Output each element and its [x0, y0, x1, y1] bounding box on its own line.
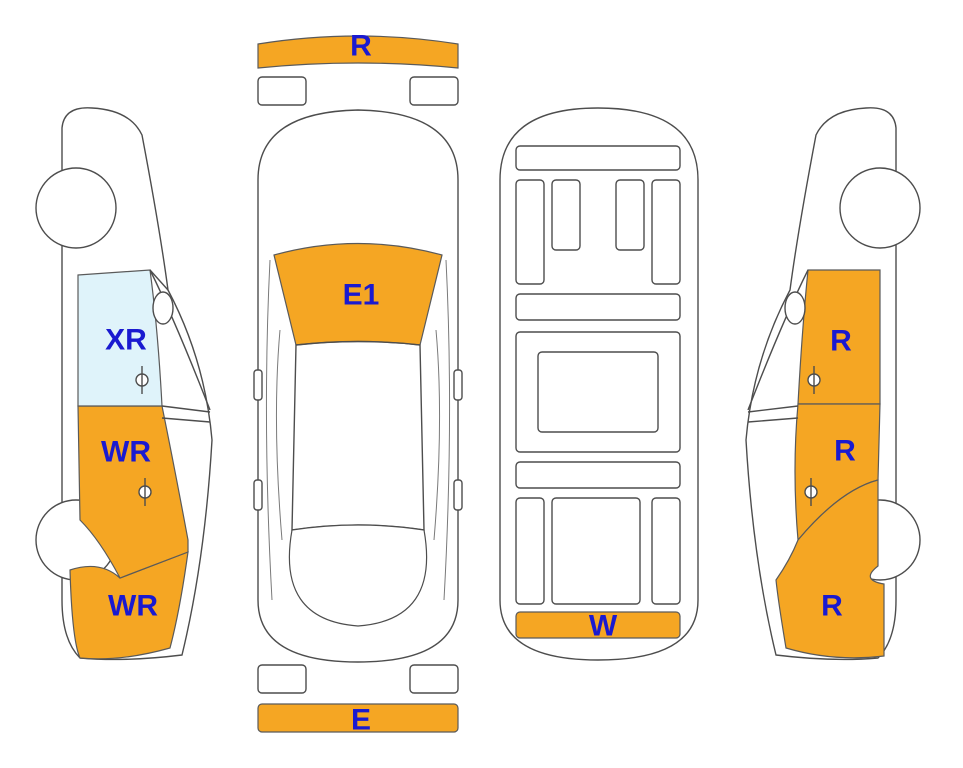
left-rear-quarter-code: WR — [108, 590, 158, 623]
front-left-light — [257, 76, 307, 106]
right-side-view — [745, 107, 921, 661]
rear-right-light — [409, 664, 459, 694]
left-rear-window-panel[interactable] — [77, 269, 163, 407]
left-side-view — [35, 107, 213, 661]
left-rear-door-code: WR — [101, 436, 151, 469]
front-right-light — [409, 76, 459, 106]
front-bumper-code: R — [350, 30, 372, 63]
rear-bumper-code: E — [351, 704, 371, 737]
left-rear-quarter-panel[interactable] — [69, 551, 189, 660]
left-rear-door-panel[interactable] — [77, 405, 189, 579]
underbody-rear-code: W — [589, 610, 618, 643]
underbody-rear-panel[interactable] — [515, 611, 681, 639]
left-front-wheel — [35, 167, 117, 249]
right-rear-quarter-code: R — [821, 590, 843, 623]
right-front-wheel — [839, 167, 921, 249]
top-view — [253, 35, 463, 733]
left-rear-window-code: XR — [105, 324, 147, 357]
underbody-view — [499, 107, 699, 661]
windshield-code: E1 — [343, 279, 380, 312]
rear-bumper-panel[interactable] — [257, 703, 459, 733]
right-rear-door-upper-code: R — [830, 325, 852, 358]
right-rear-door-lower-code: R — [834, 435, 856, 468]
right-rear-quarter-panel[interactable] — [775, 479, 885, 659]
rear-window — [288, 524, 428, 627]
rear-left-light — [257, 664, 307, 694]
front-bumper-panel[interactable] — [257, 35, 459, 69]
